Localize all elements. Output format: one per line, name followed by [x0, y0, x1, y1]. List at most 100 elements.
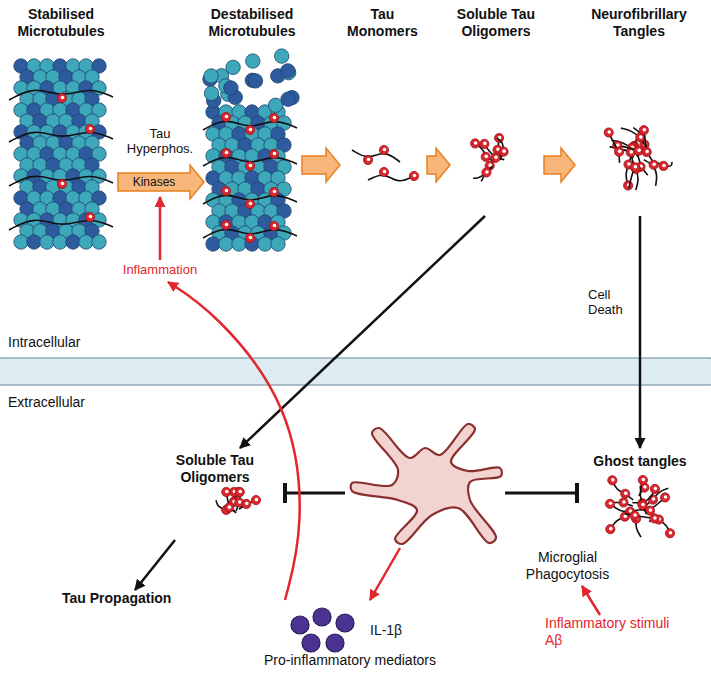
phosphate-symbol-core [273, 190, 277, 194]
phosphate-symbol [409, 171, 418, 180]
process-label: Tau Hyperphos. [116, 126, 204, 157]
phosphate-symbol-core [616, 143, 620, 147]
tubulin [258, 237, 272, 251]
phosphate-symbol [379, 167, 388, 176]
phosphate-symbol-core [642, 478, 646, 482]
tubulin [92, 235, 106, 249]
process-arrow [118, 165, 204, 199]
phosphate-symbol [630, 511, 639, 520]
phosphate-symbol [659, 161, 668, 170]
phosphate-symbol-core [669, 531, 673, 535]
cytokine-particle [336, 614, 354, 632]
phosphate-symbol-core [607, 130, 611, 134]
tubulin [248, 74, 262, 88]
phosphate-symbol [245, 199, 254, 208]
phosphate-symbol [649, 160, 658, 169]
microtubule [203, 49, 299, 251]
inhibition-line [285, 492, 345, 495]
phosphate-symbol-core [367, 158, 371, 162]
phosphate-symbol [660, 493, 669, 502]
phosphate-symbol-core [89, 215, 93, 219]
phosphate-symbol-core [249, 236, 253, 240]
cytokine-particle [313, 608, 331, 626]
phosphate-symbol [481, 152, 490, 161]
illustration-group [9, 49, 675, 652]
phosphate-symbol-core [225, 115, 229, 119]
connector-arrow [582, 586, 600, 615]
phosphate-symbol-core [474, 141, 478, 145]
phosphate-symbol-core [228, 505, 232, 509]
phosphate-symbol [639, 126, 648, 135]
phosphate-symbol [379, 145, 388, 154]
phosphate-symbol [605, 499, 614, 508]
phosphate-symbol [245, 161, 254, 170]
phosphate-symbol [499, 147, 508, 156]
node-text: Inflammation [116, 262, 204, 277]
inflammation-arrow [159, 197, 162, 260]
phosphate-symbol-core [653, 516, 657, 520]
phosphate-symbol-core [273, 116, 277, 120]
phosphate-symbol-core [618, 150, 622, 154]
cytokine-particle [291, 616, 309, 634]
tubulin [281, 92, 295, 106]
tubulin [66, 235, 80, 249]
phosphate-symbol [619, 498, 628, 507]
cytokines: IL-1βPro-inflammatory mediators [250, 600, 452, 672]
phosphate-symbol-core [413, 174, 417, 178]
phosphate-symbol [363, 155, 372, 164]
phosphate-symbol [482, 168, 491, 177]
inflammation-label: Inflammation [116, 262, 206, 280]
phosphate-symbol [480, 139, 489, 148]
phosphate-symbol [642, 147, 651, 156]
tubulin [274, 49, 288, 63]
microglia-cell [351, 424, 502, 544]
phosphate-symbol-core [641, 503, 645, 507]
phosphate-symbol-core [652, 162, 656, 166]
connector-arrow [135, 540, 175, 590]
phosphate-symbol [221, 186, 230, 195]
phosphate-symbol-core [494, 156, 498, 160]
phosphate-symbol-core [664, 495, 668, 499]
stage-heading: Destabilised Microtubules [204, 6, 302, 256]
phosphate-symbol-core [249, 202, 253, 206]
phosphate-symbol-core [624, 491, 628, 495]
tubulin [232, 237, 246, 251]
phosphate-symbol-core [238, 490, 242, 494]
phosphate-symbol [491, 153, 500, 162]
tubulin [204, 86, 218, 100]
phosphate-symbol [624, 181, 633, 190]
tubulin [281, 64, 295, 78]
tau-aggregate [471, 133, 509, 181]
microglia: Microglial Phagocytosis [345, 418, 505, 548]
phosphate-symbol-core [634, 165, 638, 169]
connector-arrow [240, 216, 485, 448]
microtubule [9, 59, 113, 249]
tau-strand [473, 166, 493, 178]
edge-group [118, 148, 640, 615]
phosphate-symbol-core [89, 127, 93, 131]
tau-strand [368, 175, 414, 181]
tubulin [219, 237, 233, 251]
phosphate-symbol-core [502, 149, 506, 153]
ghost-tangles: Ghost tangles [580, 448, 702, 543]
phosphate-symbol [606, 525, 615, 534]
tubulin [27, 235, 41, 249]
tubulin [40, 235, 54, 249]
tubulin [14, 235, 28, 249]
node-text: Destabilised Microtubules [204, 6, 300, 39]
tau-monomers [352, 145, 419, 180]
phosphate-symbol-core [485, 170, 489, 174]
node-text: Ghost tangles [580, 453, 700, 470]
node-text: Pro-inflammatory mediators [250, 652, 450, 669]
phosphate-symbol-core [249, 128, 253, 132]
tau-strand [9, 132, 113, 142]
phosphate-symbol-core [643, 128, 647, 132]
phosphate-symbol-core [61, 96, 65, 100]
phosphate-symbol-core [249, 164, 253, 168]
phosphate-symbol [57, 93, 66, 102]
phosphate-symbol [85, 212, 94, 221]
tau-strand [9, 220, 113, 230]
stage-heading: Stabilised Microtubules [6, 6, 118, 256]
phosphate-symbol [638, 475, 647, 484]
phosphate-symbol [221, 220, 230, 229]
